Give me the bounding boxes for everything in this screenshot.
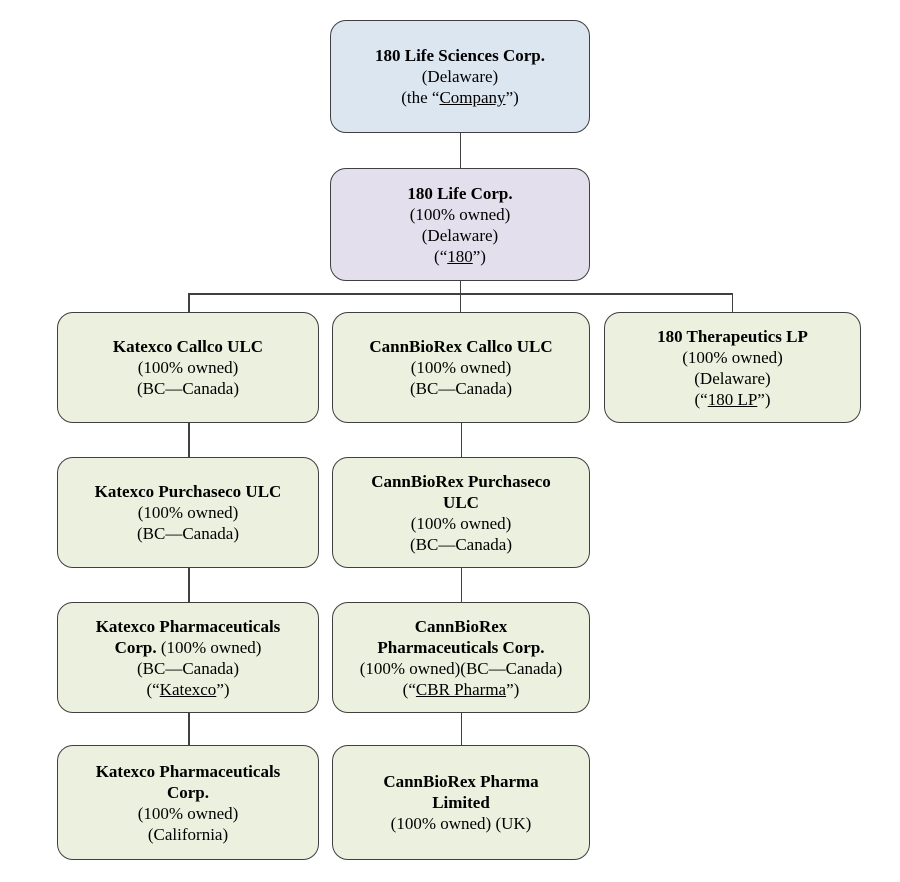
org-node-180-therapeutics-lp-text: 180 Therapeutics LP(100% owned)(Delaware… [657, 326, 808, 409]
connector-cannbiorex-purchaseco-to-pharma-corp [460, 568, 462, 602]
connector-180-life-to-cannbiorex-callco [459, 281, 461, 312]
connector-company-to-180-life [459, 133, 461, 168]
org-node-company: 180 Life Sciences Corp.(Delaware)(the “C… [330, 20, 590, 133]
org-node-katexco-callco-text: Katexco Callco ULC(100% owned)(BC—Canada… [112, 337, 264, 398]
connector-branch-to-katexco-callco [188, 293, 190, 312]
org-node-cannbiorex-callco-text: CannBioRex Callco ULC(100% owned)(BC—Can… [369, 337, 553, 398]
connector-katexco-purchaseco-to-pharma-bc [188, 568, 190, 602]
connector-cannbiorex-pharma-corp-to-limited [460, 713, 462, 745]
connector-katexco-pharma-bc-to-ca [188, 713, 190, 745]
org-node-cannbiorex-callco: CannBioRex Callco ULC(100% owned)(BC—Can… [332, 312, 590, 423]
org-node-katexco-purchaseco-text: Katexco Purchaseco ULC(100% owned)(BC—Ca… [94, 482, 282, 543]
connector-branch-to-180-therapeutics [731, 293, 733, 312]
org-node-180-therapeutics-lp: 180 Therapeutics LP(100% owned)(Delaware… [604, 312, 861, 423]
org-node-180-life-corp-text: 180 Life Corp.(100% owned)(Delaware)(“18… [407, 183, 513, 266]
org-node-katexco-callco: Katexco Callco ULC(100% owned)(BC—Canada… [57, 312, 319, 423]
org-node-180-life-corp: 180 Life Corp.(100% owned)(Delaware)(“18… [330, 168, 590, 281]
org-node-company-text: 180 Life Sciences Corp.(Delaware)(the “C… [375, 46, 545, 107]
connector-cannbiorex-callco-to-purchaseco [460, 423, 462, 457]
org-node-katexco-purchaseco: Katexco Purchaseco ULC(100% owned)(BC—Ca… [57, 457, 319, 568]
connector-katexco-callco-to-purchaseco [188, 423, 190, 457]
connector-branch-bar [188, 293, 733, 295]
